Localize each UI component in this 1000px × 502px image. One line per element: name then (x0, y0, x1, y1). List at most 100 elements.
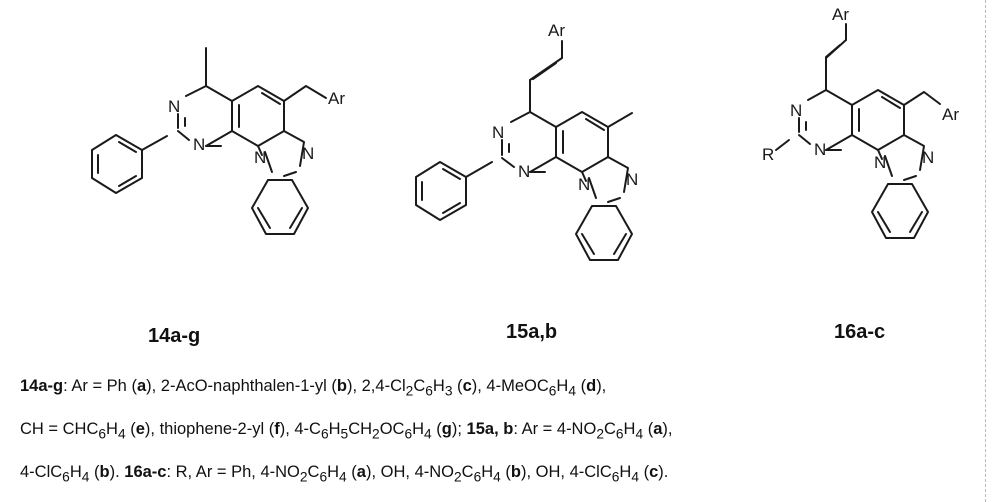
atom-ar: Ar (548, 21, 565, 40)
caption-segment: c (462, 377, 472, 395)
caption-segment: f (274, 420, 280, 438)
caption-segment: 6 (319, 469, 328, 485)
caption-segment: 6 (62, 469, 70, 485)
caption-line-2: CH = CHC6H4 (e), thiophene-2-yl (f), 4-C… (20, 419, 982, 443)
caption-segment: 4-ClC (20, 463, 63, 481)
caption-segment: 4 (424, 426, 432, 442)
atom-n: N (302, 144, 314, 163)
caption-segment: 2 (299, 469, 308, 485)
atom-n: N (193, 135, 205, 154)
caption-segment: 4 (635, 426, 644, 442)
caption-segment: : Ar = 4-NO (513, 420, 597, 438)
caption-segment: 6 (404, 426, 413, 442)
caption-segment: ), (596, 377, 607, 395)
caption-segment: ( (89, 463, 100, 481)
caption-line-3: 4-ClC6H4 (b). 16a-c: R, Ar = Ph, 4-NO2C6… (20, 462, 982, 486)
caption-segment: 2 (405, 383, 414, 399)
caption-segment: ( (500, 463, 511, 481)
caption-segment: ( (431, 420, 442, 438)
structure-14: N N N N Ar 14a-g (91, 47, 345, 347)
caption-segment: ). (658, 463, 669, 481)
caption-segment: C (413, 377, 426, 395)
caption-segment: ), OH, 4-ClC (521, 463, 612, 481)
caption-segment: ), 4-C (279, 420, 321, 438)
caption-segment: CH = CHC (20, 420, 99, 438)
caption-segment: e (135, 420, 145, 438)
caption-segment: C (461, 463, 474, 481)
atom-n: N (814, 140, 826, 159)
caption-segment: H (328, 420, 341, 438)
atom-r: R (762, 145, 774, 164)
caption-segment: b (99, 463, 110, 481)
caption-segment: 15a, b (466, 420, 514, 438)
caption-segment: 6 (473, 469, 482, 485)
compound-label-15: 15a,b (506, 321, 557, 343)
caption-segment: a (356, 463, 366, 481)
caption-segment: a (653, 420, 663, 438)
caption-segment: ), 2-AcO-naphthalen-1-yl ( (146, 377, 337, 395)
caption-segment: 6 (615, 426, 624, 442)
caption-segment: 5 (340, 426, 349, 442)
atom-ar: Ar (328, 89, 345, 108)
atom-n: N (626, 170, 638, 189)
caption-segment: H (556, 377, 569, 395)
caption-segment: ( (576, 377, 587, 395)
caption-segment: 6 (98, 426, 107, 442)
caption-segment: 4 (568, 383, 576, 399)
caption-segment: 4 (117, 426, 126, 442)
caption-line-1: 14a-g: Ar = Ph (a), 2-AcO-naphthalen-1-y… (20, 376, 982, 400)
caption-segment: 4 (339, 469, 347, 485)
caption-segment: ), (662, 420, 673, 438)
caption-segment: 6 (425, 383, 433, 399)
caption-segment: ( (125, 420, 136, 438)
atom-n: N (492, 123, 504, 142)
caption-segment: ( (643, 420, 654, 438)
caption-segment: b (510, 463, 521, 481)
page-edge-divider (985, 0, 1000, 502)
caption-segment: H (69, 463, 82, 481)
caption-segment: : R, Ar = Ph, 4-NO (166, 463, 300, 481)
caption-segment: d (586, 377, 597, 395)
caption-segment: ), thiophene-2-yl ( (144, 420, 275, 438)
caption-segment: C (603, 420, 616, 438)
caption-segment: ( (452, 377, 463, 395)
caption-segment: ), OH, 4-NO (365, 463, 454, 481)
caption-segment: H (619, 463, 632, 481)
atom-n: N (790, 101, 802, 120)
compound-label-14: 14a-g (148, 325, 200, 347)
caption-segment: c (649, 463, 659, 481)
caption-segment: ( (638, 463, 650, 481)
caption-segment: CH (348, 420, 373, 438)
caption-segment: 16a-c (124, 463, 167, 481)
caption-segment: 4 (631, 469, 639, 485)
caption-segment: 6 (320, 426, 329, 442)
atom-ar: Ar (942, 105, 959, 124)
atom-n: N (874, 153, 886, 172)
atom-n: N (168, 97, 180, 116)
caption-segment: 2 (372, 426, 380, 442)
caption-segment: 4 (493, 469, 501, 485)
caption-segment: 2 (454, 469, 462, 485)
caption-segment: H (106, 420, 118, 438)
compound-label-16: 16a-c (834, 321, 885, 343)
caption-segment: ), 2,4-Cl (346, 377, 406, 395)
caption-segment: H (623, 420, 636, 438)
caption-segment: ), 4-MeOC (471, 377, 549, 395)
caption-segment: H (481, 463, 494, 481)
caption-segment: 6 (611, 469, 620, 485)
caption-segment: C (307, 463, 320, 481)
caption-segment: H (412, 420, 425, 438)
atom-n: N (254, 148, 266, 167)
caption-segment: ). (109, 463, 125, 481)
caption-segment: a (136, 377, 147, 395)
caption-segment: ( (346, 463, 357, 481)
caption-segment: 2 (596, 426, 604, 442)
structures-figure: N N N N Ar 14a-g (91, 5, 959, 347)
caption-segment: 4 (81, 469, 90, 485)
caption-segment: OC (379, 420, 405, 438)
caption-segment: : Ar = Ph ( (63, 377, 137, 395)
atom-n: N (518, 162, 530, 181)
caption-segment: H (432, 377, 445, 395)
structure-15: Ar N N N N 15a,b (415, 21, 638, 343)
atom-n: N (578, 175, 590, 194)
